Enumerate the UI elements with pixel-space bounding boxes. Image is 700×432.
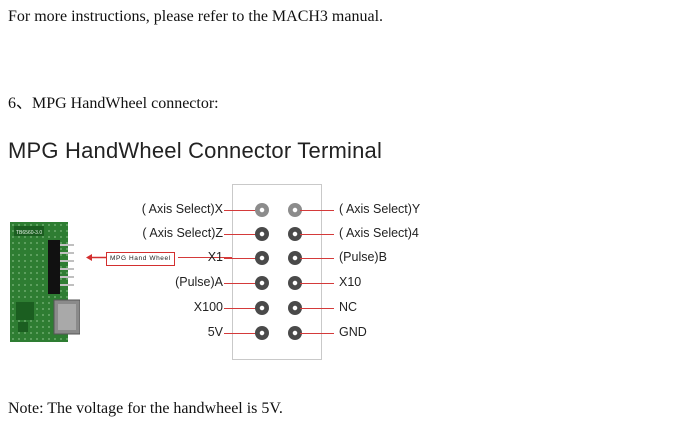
pin-label-axis-select-z: ( Axis Select)Z: [142, 226, 223, 240]
lead-line: [300, 258, 334, 259]
lead-line: [300, 210, 334, 211]
pin-label-axis-select-4: ( Axis Select)4: [339, 226, 419, 240]
pin-x100: [255, 301, 269, 315]
connector-terminal: [232, 184, 322, 360]
pin-axis-select-z: [255, 227, 269, 241]
pin-label-5v: 5V: [207, 325, 223, 339]
pin-axis-select-4: [288, 227, 302, 241]
intro-text: For more instructions, please refer to t…: [8, 8, 384, 25]
section-heading: 6、MPG HandWheel connector:: [8, 95, 219, 112]
pin-pulse-b: [288, 251, 302, 265]
note-text: Note: The voltage for the handwheel is 5…: [8, 400, 283, 417]
pin-label-pulse-b: (Pulse)B: [339, 250, 387, 264]
pin-label-nc: NC: [339, 300, 358, 314]
lead-line: [224, 283, 256, 284]
pin-label-gnd: GND: [339, 325, 367, 339]
pin-axis-select-x: [255, 203, 269, 217]
lead-line: [300, 333, 334, 334]
lead-line: [300, 234, 334, 235]
lead-line: [224, 234, 256, 235]
pin-nc: [288, 301, 302, 315]
board-model-label: TB6560-3.0: [16, 230, 42, 236]
pin-label-axis-select-y: ( Axis Select)Y: [339, 202, 421, 216]
pin-5v: [255, 326, 269, 340]
pin-label-x1: X1: [207, 250, 223, 264]
pin-axis-select-y: [288, 203, 302, 217]
pin-label-axis-select-x: ( Axis Select)X: [141, 202, 223, 216]
lead-line: [224, 308, 256, 309]
board-graphic: TB6560-3.0: [10, 222, 81, 342]
pin-x10: [288, 276, 302, 290]
diagram-title: MPG HandWheel Connector Terminal: [8, 138, 383, 163]
callout-leader-line: [178, 257, 232, 258]
pin-gnd: [288, 326, 302, 340]
lead-line: [300, 283, 334, 284]
controller-board-image: TB6560-3.0: [10, 222, 81, 342]
lead-line: [300, 308, 334, 309]
lead-line: [224, 333, 256, 334]
mpg-callout-label: MPG Hand Wheel: [106, 252, 175, 266]
pin-label-x100: X100: [193, 300, 223, 314]
pin-x1: [255, 251, 269, 265]
pin-pulse-a: [255, 276, 269, 290]
pin-label-x10: X10: [339, 275, 362, 289]
pin-label-pulse-a: (Pulse)A: [175, 275, 223, 289]
lead-line: [224, 258, 256, 259]
callout-arrow: [86, 251, 108, 264]
lead-line: [224, 210, 256, 211]
